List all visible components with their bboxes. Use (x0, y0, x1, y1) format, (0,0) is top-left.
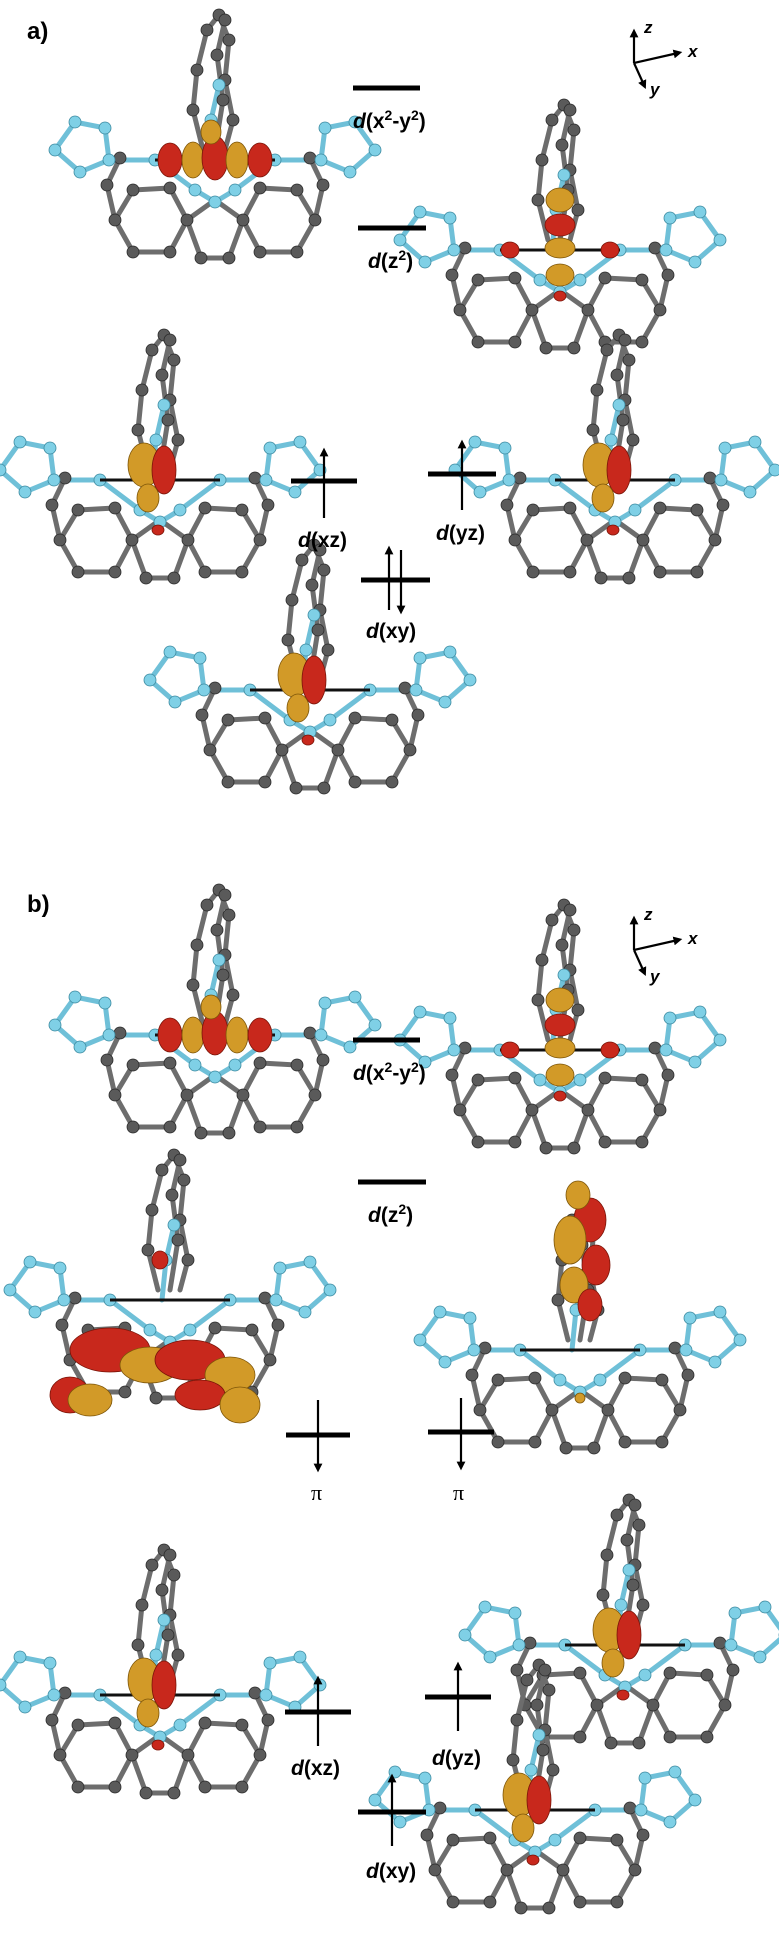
label-a-xy: d(xy) (366, 620, 416, 643)
molecule-b-x2y2 (49, 884, 381, 1139)
axis-b-z-label: z (643, 905, 653, 924)
axes-b: z x y (629, 905, 699, 986)
panel-b-label: b) (27, 891, 50, 918)
axis-z-label: z (643, 18, 653, 37)
label-a-xz: d(xz) (298, 529, 347, 552)
molecule-a-x2y2 (49, 9, 381, 264)
molecule-b-yz (459, 1494, 779, 1749)
panel-a-label: a) (27, 18, 48, 45)
label-b-pi-2: π (453, 1480, 464, 1505)
label-a-yz: d(yz) (436, 522, 485, 545)
molecule-b-z2 (394, 899, 726, 1154)
axes-a: z x y (629, 18, 699, 99)
label-b-z2: d(z2) (368, 1201, 413, 1227)
axis-y-label: y (649, 80, 661, 99)
molecule-a-xz (0, 329, 326, 584)
molecule-b-pi-1 (4, 1149, 336, 1424)
molecule-b-pi-2 (414, 1180, 746, 1454)
label-b-x2y2: d(x2-y2) (353, 1059, 426, 1085)
axis-b-y-label: y (649, 967, 661, 986)
molecule-a-z2 (394, 99, 726, 354)
label-b-pi-1: π (311, 1480, 322, 1505)
axis-b-x-label: x (687, 929, 699, 948)
molecule-b-xz (0, 1544, 326, 1799)
label-b-xz: d(xz) (291, 1757, 340, 1780)
molecule-a-xy (144, 539, 476, 794)
molecule-b-xy (369, 1659, 701, 1914)
label-b-xy: d(xy) (366, 1860, 416, 1883)
label-a-x2y2: d(x2-y2) (353, 107, 426, 133)
label-a-z2: d(z2) (368, 247, 413, 273)
molecule-a-yz (449, 329, 779, 584)
axis-x-label: x (687, 42, 699, 61)
label-b-yz: d(yz) (432, 1747, 481, 1770)
